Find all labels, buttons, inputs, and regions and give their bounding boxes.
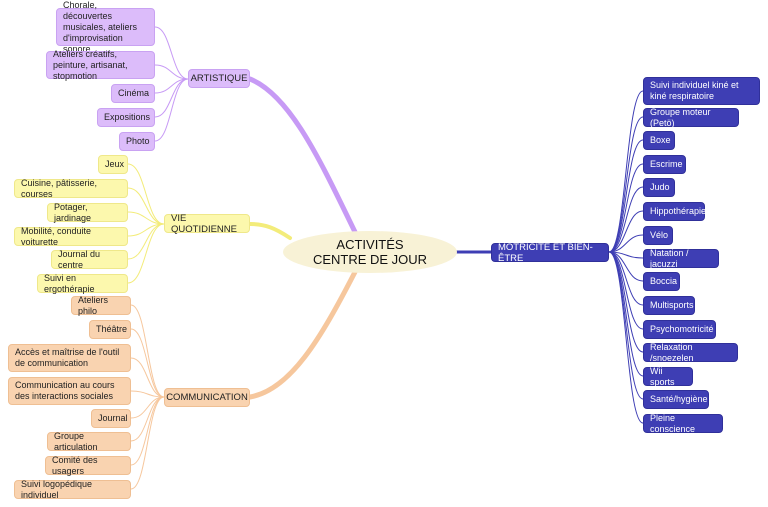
topic-mot-kine: Suivi individuel kiné et kiné respiratoi… <box>643 77 760 105</box>
topic-mot-boxe: Boxe <box>643 131 675 150</box>
topic-mot-hippotherapie: Hippothérapie <box>643 202 706 221</box>
topic-vie-cuisine: Cuisine, pâtisserie, courses <box>14 178 128 199</box>
topic-vie-potager: Potager, jardinage <box>47 202 128 223</box>
topic-artistique-cinema: Cinéma <box>111 84 155 103</box>
branch-motricite: MOTRICITÉ ET BIEN-ÊTRE <box>491 242 609 264</box>
link-vie-2 <box>127 211 165 225</box>
link-vie-1 <box>127 187 165 225</box>
topic-mot-relaxation: Relaxation /snoezelen <box>643 342 738 363</box>
topic-mot-multisports: Multisports <box>643 296 695 315</box>
link-communication-2 <box>130 357 165 398</box>
link-motricite-3 <box>608 163 644 253</box>
link-vie-0 <box>127 163 165 225</box>
link-vie-5 <box>127 223 165 284</box>
trunk-vie-quotidienne <box>248 222 292 240</box>
link-motricite-14 <box>608 251 644 424</box>
link-motricite-2 <box>608 139 644 253</box>
topic-comm-acces-outil: Accès et maîtrise de l'outil de communic… <box>8 344 131 372</box>
topic-mot-wii-sports: Wii sports <box>643 366 693 387</box>
trunk-communication <box>247 269 358 400</box>
central-topic-line1: ACTIVITÉS <box>336 237 404 252</box>
topic-vie-ergotherapie: Suivi en ergothérapie <box>37 273 128 294</box>
topic-comm-theatre: Théâtre <box>89 320 131 339</box>
link-communication-1 <box>130 328 165 398</box>
link-motricite-13 <box>608 251 644 400</box>
link-communication-7 <box>130 396 165 490</box>
branch-vie-quotidienne: VIE QUOTIDIENNE <box>164 213 250 235</box>
topic-artistique-chorale: Chorale, découvertes musicales, ateliers… <box>56 0 155 54</box>
topic-mot-judo: Judo <box>643 178 675 197</box>
topic-comm-comite-usagers: Comité des usagers <box>45 455 131 476</box>
link-communication-5 <box>130 396 165 442</box>
topic-mot-escrime: Escrime <box>643 155 686 174</box>
link-motricite-4 <box>608 186 644 253</box>
link-artistique-0 <box>154 26 189 80</box>
topic-mot-sante-hygiene: Santé/hygiène <box>643 390 709 409</box>
topic-mot-velo: Vélo <box>643 226 673 245</box>
central-topic: ACTIVITÉS CENTRE DE JOUR <box>283 231 457 273</box>
topic-comm-interactions-sociales: Communication au cours des interactions … <box>8 377 131 405</box>
trunk-artistique <box>247 76 358 235</box>
topic-comm-suivi-logopedique: Suivi logopédique individuel <box>14 479 131 500</box>
topic-artistique-expositions: Expositions <box>97 108 155 127</box>
link-motricite-9 <box>608 251 644 306</box>
topic-mot-boccia: Boccia <box>643 272 680 291</box>
topic-mot-natation: Natation / jacuzzi <box>643 248 719 269</box>
topic-artistique-ateliers-creatifs: Ateliers créatifs, peinture, artisanat, … <box>46 49 155 81</box>
link-artistique-4 <box>154 78 189 142</box>
link-artistique-1 <box>154 64 189 80</box>
topic-comm-ateliers-philo: Ateliers philo <box>71 295 131 316</box>
link-motricite-6 <box>608 234 644 253</box>
topic-vie-journal-centre: Journal du centre <box>51 249 128 270</box>
topic-mot-psychomotricite: Psychomotricité <box>643 320 716 339</box>
link-communication-0 <box>130 304 165 398</box>
branch-artistique: ARTISTIQUE <box>188 69 250 88</box>
link-motricite-1 <box>608 116 644 253</box>
link-motricite-12 <box>608 251 644 377</box>
topic-mot-groupe-moteur: Groupe moteur (Petö) <box>643 107 739 128</box>
topic-vie-mobilite: Mobilité, conduite voiturette <box>14 226 128 247</box>
link-motricite-5 <box>608 210 644 253</box>
topic-artistique-photo: Photo <box>119 132 155 151</box>
link-motricite-0 <box>608 90 644 253</box>
link-communication-3 <box>130 390 165 398</box>
topic-comm-journal: Journal <box>91 409 131 428</box>
central-topic-line2: CENTRE DE JOUR <box>312 252 428 267</box>
topic-vie-jeux: Jeux <box>98 155 128 174</box>
topic-comm-groupe-articulation: Groupe articulation <box>47 431 131 452</box>
branch-communication: COMMUNICATION <box>164 388 250 407</box>
topic-mot-pleine-conscience: Pleine conscience <box>643 413 723 434</box>
